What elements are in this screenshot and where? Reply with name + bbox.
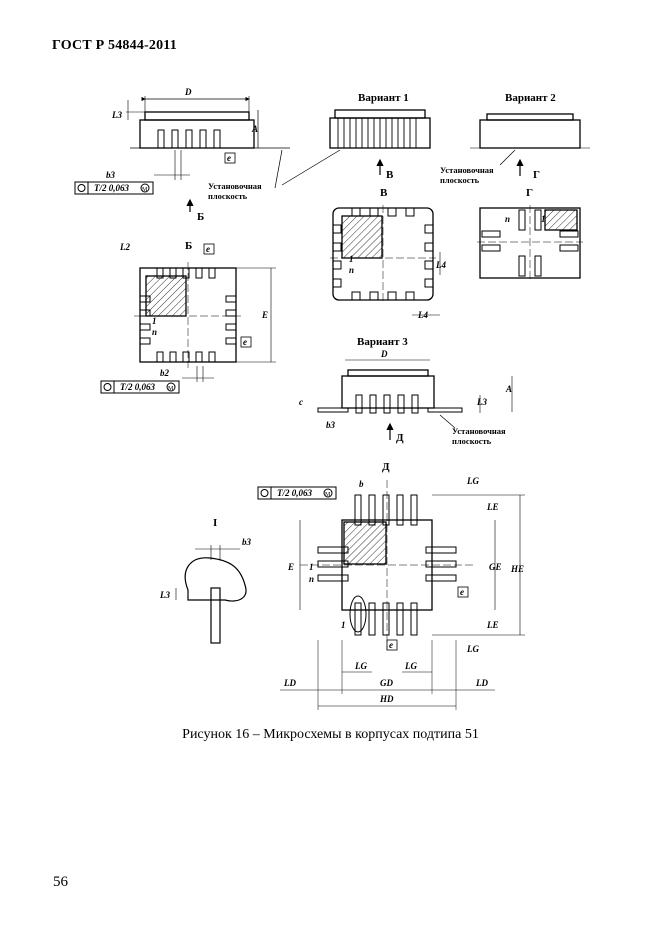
svg-text:M: M: [142, 187, 148, 193]
svg-text:HD: HD: [379, 694, 394, 704]
svg-text:b3: b3: [106, 170, 116, 180]
detail-i: [175, 545, 247, 644]
svg-text:Установочная: Установочная: [452, 426, 506, 436]
svg-text:e: e: [206, 244, 210, 254]
svg-text:L2: L2: [119, 242, 130, 252]
svg-text:1: 1: [541, 214, 546, 224]
svg-text:плоскость: плоскость: [208, 191, 248, 201]
svg-text:Б: Б: [197, 211, 204, 223]
svg-text:LG: LG: [466, 644, 479, 654]
svg-text:Д: Д: [396, 432, 404, 444]
svg-text:Вариант 3: Вариант 3: [357, 336, 408, 348]
svg-text:GE: GE: [489, 562, 502, 572]
variant-1-side: [281, 109, 431, 186]
svg-text:I: I: [213, 517, 217, 529]
svg-text:M: M: [168, 386, 174, 392]
document-header: ГОСТ Р 54844-2011: [52, 38, 177, 53]
variant-3-side: [317, 359, 513, 440]
svg-text:n: n: [309, 574, 314, 584]
svg-text:n: n: [349, 265, 354, 275]
tolerance-frame-3: T/2 0,063 M: [257, 486, 337, 500]
svg-text:M: M: [325, 492, 331, 498]
svg-text:Вариант 1: Вариант 1: [358, 92, 409, 104]
tolerance-frame-2: T/2 0,063 M: [100, 380, 180, 394]
svg-text:плоскость: плоскость: [452, 436, 492, 446]
svg-text:D: D: [184, 87, 192, 97]
svg-text:T/2 0,063: T/2 0,063: [94, 183, 129, 193]
view-d-bottom: [280, 480, 525, 710]
side-view-top-left: [126, 96, 290, 212]
svg-text:LE: LE: [486, 620, 499, 630]
svg-text:e: e: [460, 587, 464, 597]
svg-text:Б: Б: [185, 240, 192, 252]
svg-text:n: n: [505, 214, 510, 224]
svg-text:A: A: [505, 384, 512, 394]
svg-text:L3: L3: [159, 590, 170, 600]
svg-text:LG: LG: [404, 661, 417, 671]
svg-text:E: E: [261, 310, 268, 320]
svg-text:b3: b3: [326, 420, 336, 430]
svg-text:В: В: [380, 187, 388, 199]
svg-text:c: c: [299, 397, 303, 407]
svg-text:b2: b2: [160, 368, 170, 378]
variant-2-side: [470, 113, 590, 176]
svg-text:LD: LD: [283, 678, 296, 688]
svg-text:1: 1: [341, 620, 346, 630]
tolerance-frame-1: T/2 0,063 M: [74, 181, 154, 195]
figure-caption: Рисунок 16 – Микросхемы в корпусах подти…: [182, 727, 479, 742]
svg-text:E: E: [287, 562, 294, 572]
svg-text:Г: Г: [533, 169, 540, 181]
svg-text:LD: LD: [475, 678, 488, 688]
svg-text:LG: LG: [354, 661, 367, 671]
svg-text:T/2 0,063: T/2 0,063: [120, 382, 155, 392]
svg-text:L3: L3: [111, 110, 122, 120]
svg-text:T/2 0,063: T/2 0,063: [277, 488, 312, 498]
svg-text:L4: L4: [435, 260, 446, 270]
svg-text:D: D: [380, 349, 388, 359]
svg-text:1: 1: [349, 254, 354, 264]
svg-text:b: b: [359, 479, 364, 489]
svg-text:Г: Г: [526, 187, 533, 199]
svg-text:A: A: [251, 124, 258, 134]
svg-text:1: 1: [152, 316, 157, 326]
svg-text:Установочная: Установочная: [208, 181, 262, 191]
svg-text:e: e: [389, 640, 393, 650]
page-number: 56: [53, 874, 68, 890]
svg-text:b3: b3: [242, 537, 252, 547]
svg-text:плоскость: плоскость: [440, 175, 480, 185]
svg-text:Вариант 2: Вариант 2: [505, 92, 556, 104]
svg-text:Установочная: Установочная: [440, 165, 494, 175]
svg-text:Д: Д: [382, 461, 390, 473]
svg-text:1: 1: [309, 562, 314, 572]
svg-text:L3: L3: [476, 397, 487, 407]
svg-text:e: e: [227, 153, 231, 163]
view-v-bottom: [330, 205, 441, 316]
svg-text:LE: LE: [486, 502, 499, 512]
svg-text:L4: L4: [417, 310, 428, 320]
svg-text:LG: LG: [466, 476, 479, 486]
svg-text:GD: GD: [380, 678, 393, 688]
svg-text:HE: HE: [510, 564, 524, 574]
svg-text:n: n: [152, 327, 157, 337]
svg-text:В: В: [386, 169, 394, 181]
view-b-bottom: [134, 262, 276, 382]
view-g-bottom: [477, 205, 583, 281]
svg-text:e: e: [243, 337, 247, 347]
